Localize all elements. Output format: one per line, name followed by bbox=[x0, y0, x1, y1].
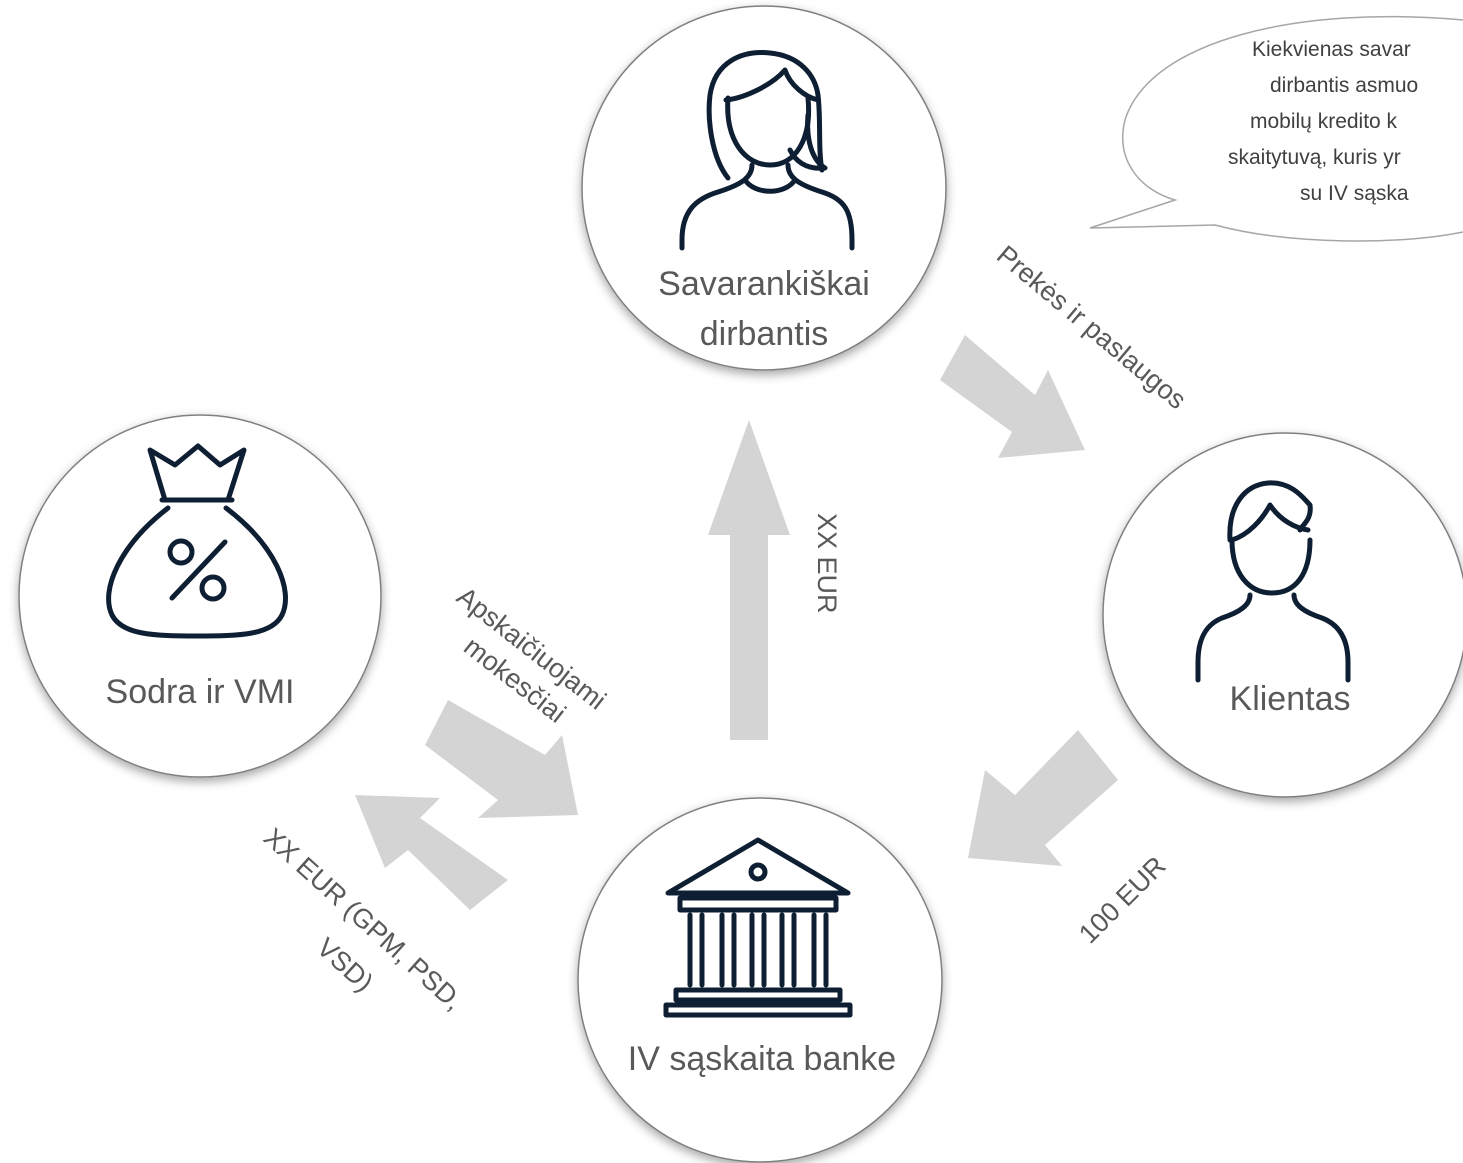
arrow-payment-to-bank bbox=[968, 730, 1118, 866]
self-employed-label-line1: Savarankiškai bbox=[658, 265, 870, 303]
self-employed-label-line2: dirbantis bbox=[700, 315, 829, 353]
arrow-taxes-to-bank bbox=[425, 700, 578, 818]
callout-line-2: dirbantis asmuo bbox=[1270, 74, 1418, 97]
callout-line-1: Kiekvienas savar bbox=[1252, 38, 1411, 61]
label-to-self: XX EUR bbox=[812, 513, 842, 614]
callout-line-4: skaitytuvą, kuris yr bbox=[1228, 146, 1401, 169]
bank-label: IV sąskaita banke bbox=[628, 1040, 896, 1078]
arrow-bank-to-self bbox=[708, 420, 790, 740]
money-bag-percent-icon bbox=[106, 443, 288, 639]
arrow-goods-to-client bbox=[940, 335, 1085, 458]
node-self-employed: Savarankiškai dirbantis bbox=[581, 5, 947, 371]
callout-line-5: su IV sąska bbox=[1300, 182, 1409, 205]
woman-icon bbox=[679, 50, 855, 251]
node-sodra: Sodra ir VMI bbox=[18, 414, 382, 778]
man-icon bbox=[1195, 480, 1351, 683]
arrow-bank-to-sodra bbox=[355, 795, 508, 910]
node-client: Klientas bbox=[1102, 432, 1463, 798]
sodra-label: Sodra ir VMI bbox=[106, 673, 295, 711]
node-bank: IV sąskaita banke bbox=[577, 797, 943, 1163]
label-payment: 100 EUR bbox=[1073, 851, 1172, 950]
client-label: Klientas bbox=[1230, 680, 1351, 718]
bank-icon bbox=[663, 837, 853, 1018]
callout-bubble: Kiekvienas savar dirbantis asmuo mobilų … bbox=[1089, 15, 1463, 242]
callout-line-3: mobilų kredito k bbox=[1250, 110, 1398, 133]
